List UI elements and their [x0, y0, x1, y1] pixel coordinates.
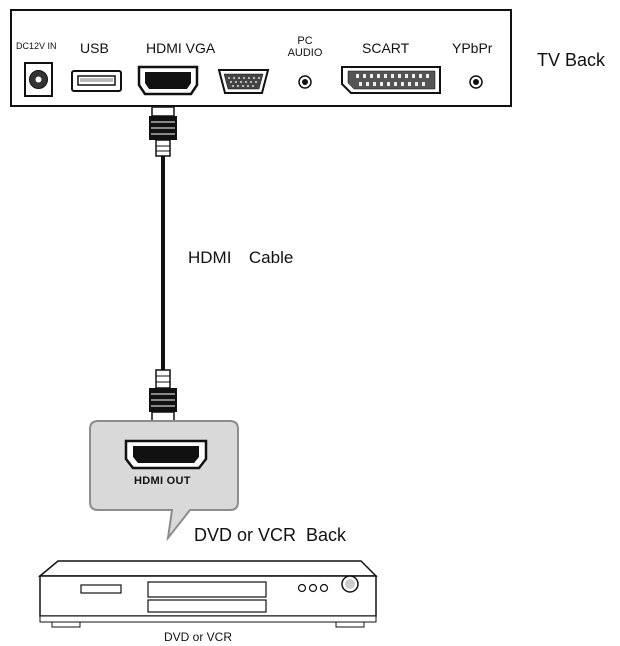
control-button-3-icon: [319, 583, 329, 593]
dc-in-label: DC12V IN: [16, 41, 57, 51]
hdmi-cable: [149, 106, 177, 422]
hdmi-cable-label: HDMI Cable: [188, 248, 294, 267]
vga-port-icon: [217, 69, 270, 94]
dvd-vcr-label: DVD or VCR: [164, 630, 233, 644]
disc-slot: [147, 599, 267, 613]
ypbpr-jack-icon: [469, 75, 483, 89]
pc-audio-jack-icon: [298, 75, 312, 89]
dvd-vcr-device: [37, 560, 378, 628]
disc-tray: [147, 581, 267, 598]
pc-audio-label: PC AUDIO: [282, 35, 328, 59]
tv-hdmi-port-icon: [137, 65, 199, 96]
dc-in-jack-icon: [24, 62, 53, 97]
device-foot-left: [51, 621, 81, 628]
hdmi-vga-label: HDMI VGA: [146, 40, 216, 56]
control-button-2-icon: [308, 583, 318, 593]
dvd-hdmi-out-port-icon: [124, 439, 208, 470]
hdmi-plug-bottom-icon: [149, 369, 177, 422]
usb-port-icon: [71, 70, 122, 92]
hdmi-plug-top-icon: [149, 106, 177, 157]
tv-back-panel: [10, 9, 512, 107]
display-window: [80, 584, 122, 594]
device-foot-right: [335, 621, 365, 628]
scart-label: SCART: [362, 40, 410, 56]
device-top: [37, 560, 378, 577]
dvd-back-caption: DVD or VCR Back: [194, 525, 347, 545]
hdmi-out-label: HDMI OUT: [134, 475, 191, 487]
dvd-back-callout: [89, 420, 239, 542]
usb-label: USB: [80, 40, 109, 56]
pc-audio-label-line2: AUDIO: [287, 46, 323, 59]
ypbpr-label: YPbPr: [452, 40, 493, 56]
pc-audio-label-line1: PC: [297, 35, 313, 47]
scart-port-icon: [341, 66, 441, 94]
control-button-1-icon: [297, 583, 307, 593]
tv-back-caption: TV Back: [537, 50, 606, 70]
